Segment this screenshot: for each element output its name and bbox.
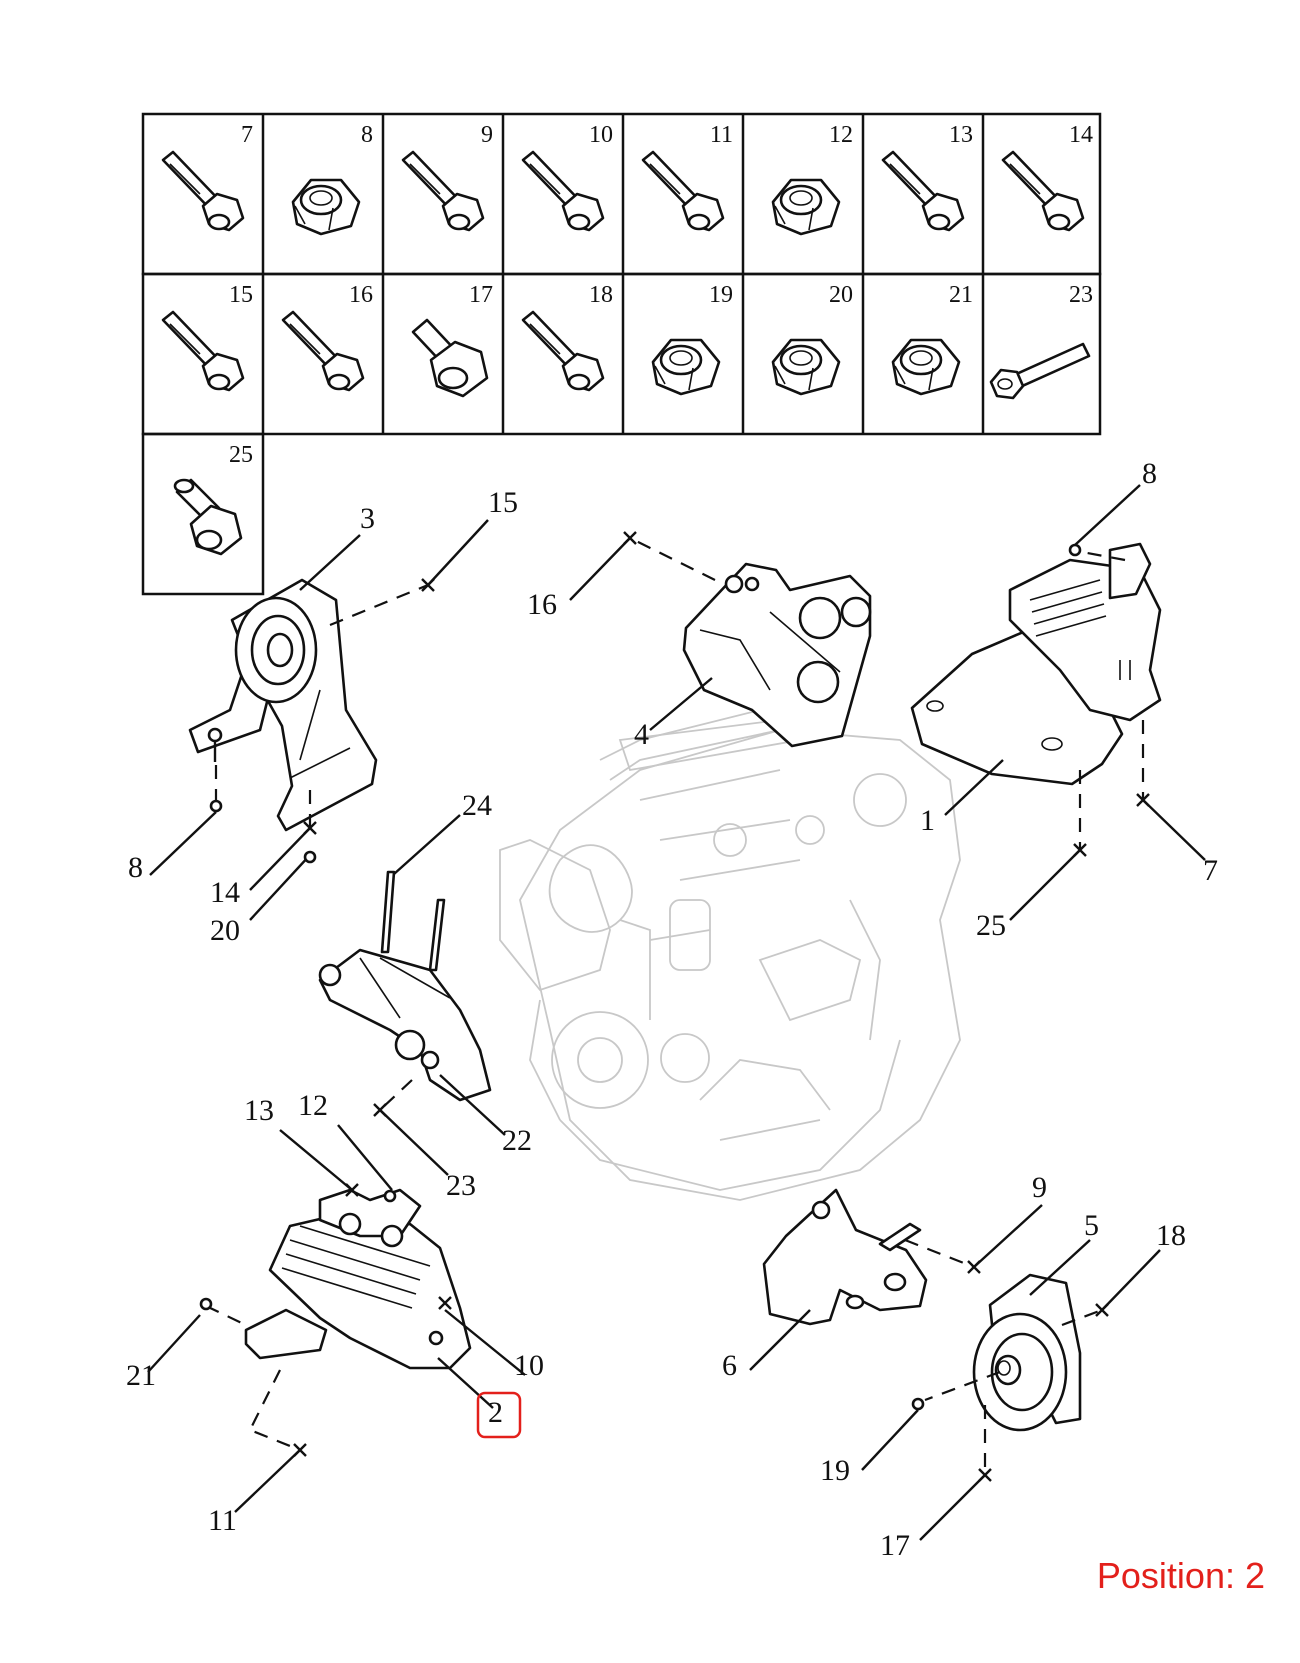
fastener-cell-16: 16 bbox=[281, 282, 373, 392]
fastener-cell-21: 21 bbox=[891, 282, 973, 396]
fastener-cell-8: 8 bbox=[291, 122, 373, 236]
long-bolt-icon bbox=[989, 342, 1091, 400]
fastener-number: 7 bbox=[241, 122, 253, 148]
callout-20: 20 bbox=[210, 914, 240, 947]
stud-bolt-icon bbox=[173, 478, 243, 556]
fastener-grid bbox=[141, 112, 1102, 596]
callout-25: 25 bbox=[976, 909, 1006, 942]
fastener-number: 8 bbox=[361, 122, 373, 148]
fastener-number: 23 bbox=[1069, 282, 1093, 308]
callout-17: 17 bbox=[880, 1529, 910, 1562]
callout-5: 5 bbox=[1084, 1209, 1099, 1242]
fastener-number: 19 bbox=[709, 282, 733, 308]
fastener-number: 12 bbox=[829, 122, 853, 148]
callout-8-right: 8 bbox=[1142, 457, 1157, 490]
hardware-markers bbox=[199, 531, 1150, 1482]
callout-16: 16 bbox=[527, 588, 557, 621]
part-4-bracket bbox=[682, 562, 872, 748]
bolt-icon bbox=[161, 310, 245, 392]
fastener-number: 16 bbox=[349, 282, 373, 308]
fastener-cell-11: 11 bbox=[641, 122, 733, 232]
bolt-icon bbox=[401, 150, 485, 232]
callout-23: 23 bbox=[446, 1169, 476, 1202]
nut-icon bbox=[771, 338, 841, 396]
nut-icon bbox=[771, 178, 841, 236]
fastener-cell-18: 18 bbox=[521, 282, 613, 392]
fastener-number: 20 bbox=[829, 282, 853, 308]
callout-19: 19 bbox=[820, 1454, 850, 1487]
bolt-icon bbox=[641, 150, 725, 232]
engine-block-illustration bbox=[499, 709, 961, 1201]
fastener-cell-13: 13 bbox=[881, 122, 973, 232]
bolt-icon bbox=[1001, 150, 1085, 232]
position-label: Position: 2 bbox=[1096, 1555, 1265, 1596]
fastener-cell-9: 9 bbox=[401, 122, 493, 232]
fastener-cell-20: 20 bbox=[771, 282, 853, 396]
callout-1: 1 bbox=[920, 804, 935, 837]
fastener-number: 17 bbox=[469, 282, 493, 308]
part-3-mount bbox=[188, 578, 378, 832]
part-1-mount bbox=[910, 542, 1162, 786]
callout-10: 10 bbox=[514, 1349, 544, 1382]
bolt-icon bbox=[521, 150, 605, 232]
callout-12: 12 bbox=[298, 1089, 328, 1122]
fastener-cell-12: 12 bbox=[771, 122, 853, 236]
fastener-number: 15 bbox=[229, 282, 253, 308]
fastener-number: 18 bbox=[589, 282, 613, 308]
fastener-number: 25 bbox=[229, 442, 253, 468]
callout-13: 13 bbox=[244, 1094, 274, 1127]
bolt-icon bbox=[521, 310, 605, 392]
part-6-bracket bbox=[762, 1188, 928, 1326]
fastener-cell-23: 23 bbox=[989, 282, 1093, 400]
callout-3: 3 bbox=[360, 502, 375, 535]
part-2-mount bbox=[244, 1188, 472, 1370]
callout-2: 2 bbox=[488, 1396, 503, 1429]
nut-icon bbox=[291, 178, 361, 236]
bolt-icon bbox=[881, 150, 965, 232]
bolt-icon bbox=[281, 310, 365, 392]
nut-icon bbox=[891, 338, 961, 396]
callout-4: 4 bbox=[634, 718, 649, 751]
part-5-mount bbox=[972, 1273, 1082, 1432]
callout-22: 22 bbox=[502, 1124, 532, 1157]
fastener-cell-7: 7 bbox=[161, 122, 253, 232]
leader-lines bbox=[147, 484, 1206, 1541]
fastener-number: 14 bbox=[1069, 122, 1093, 148]
fastener-cell-19: 19 bbox=[651, 282, 733, 396]
bolt-icon bbox=[161, 150, 245, 232]
fastener-cells: 7 8 9 10 11 12 13 14 15 16 17 18 19 20 21 23 25 bbox=[161, 122, 1093, 556]
fastener-number: 11 bbox=[710, 122, 733, 148]
callout-21: 21 bbox=[126, 1359, 156, 1392]
nut-icon bbox=[651, 338, 721, 396]
fastener-cell-14: 14 bbox=[1001, 122, 1093, 232]
callout-15: 15 bbox=[488, 486, 518, 519]
callout-18: 18 bbox=[1156, 1219, 1186, 1252]
callout-7: 7 bbox=[1203, 854, 1218, 887]
fastener-cell-10: 10 bbox=[521, 122, 613, 232]
fastener-cell-15: 15 bbox=[161, 282, 253, 392]
callout-24: 24 bbox=[462, 789, 492, 822]
position-highlight-box bbox=[476, 1391, 522, 1439]
callout-8-left: 8 bbox=[128, 851, 143, 884]
callout-6: 6 bbox=[722, 1349, 737, 1382]
part-22-bracket bbox=[318, 870, 492, 1102]
short-bolt-icon bbox=[411, 318, 489, 398]
fastener-cell-17: 17 bbox=[411, 282, 493, 398]
fastener-number: 13 bbox=[949, 122, 973, 148]
fastener-number: 10 bbox=[589, 122, 613, 148]
callout-9: 9 bbox=[1032, 1171, 1047, 1204]
fastener-number: 9 bbox=[481, 122, 493, 148]
callout-14: 14 bbox=[210, 876, 240, 909]
fastener-cell-25: 25 bbox=[173, 442, 253, 556]
callout-11: 11 bbox=[208, 1504, 237, 1537]
fastener-number: 21 bbox=[949, 282, 973, 308]
callout-numbers: 3 15 8 14 20 16 4 8 1 7 25 24 22 23 13 1… bbox=[126, 457, 1218, 1562]
